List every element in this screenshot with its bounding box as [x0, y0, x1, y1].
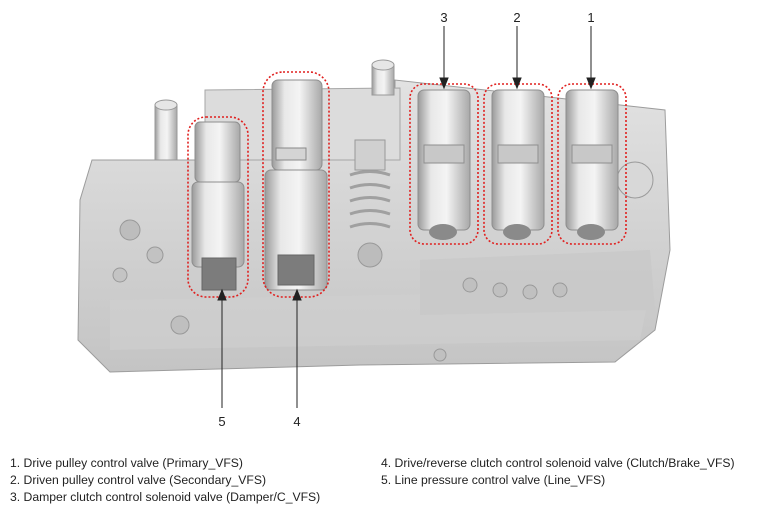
valve-body-illustration: 3 2 1 5 4 — [77, 10, 671, 429]
callout-number-3: 3 — [440, 10, 447, 25]
arrowhead-1 — [586, 77, 596, 90]
legend-item-5: 5. Line pressure control valve (Line_VFS… — [381, 473, 606, 487]
arrowhead-5 — [217, 288, 227, 301]
arrowhead-3 — [439, 77, 449, 90]
legend-item-1: 1. Drive pulley control valve (Primary_V… — [10, 456, 243, 470]
legend-item-3: 3. Damper clutch control solenoid valve … — [10, 490, 321, 504]
solenoid-primary-vfs — [557, 83, 627, 245]
legend-item-4: 4. Drive/reverse clutch control solenoid… — [381, 456, 735, 470]
arrowhead-2 — [512, 77, 522, 90]
legend-left-column: 1. Drive pulley control valve (Primary_V… — [10, 455, 320, 506]
callout-number-1: 1 — [587, 10, 594, 25]
solenoid-secondary-vfs — [483, 83, 553, 245]
callout-number-4: 4 — [293, 414, 300, 429]
legend-right-column: 4. Drive/reverse clutch control solenoid… — [381, 455, 735, 489]
solenoid-clutch-brake-vfs — [262, 71, 330, 298]
callout-number-2: 2 — [513, 10, 520, 25]
legend-item-2: 2. Driven pulley control valve (Secondar… — [10, 473, 267, 487]
solenoid-line-vfs — [187, 116, 249, 298]
arrowhead-4 — [292, 288, 302, 301]
solenoid-damper-c-vfs — [409, 83, 479, 245]
callout-number-5: 5 — [218, 414, 225, 429]
